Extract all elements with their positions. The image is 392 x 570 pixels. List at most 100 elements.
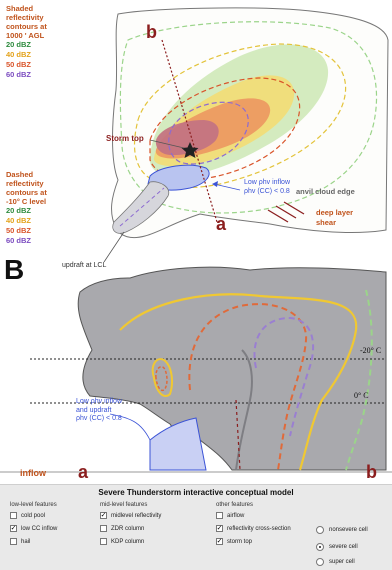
- zero-label: 0° C: [354, 391, 369, 400]
- reflectivity-cross-section-label: reflectivity cross-section: [227, 525, 291, 532]
- cold-pool-box[interactable]: [10, 512, 17, 519]
- low-cc-inflow-box[interactable]: ✓: [10, 525, 17, 532]
- kdp-column-label: KDP column: [111, 538, 145, 545]
- section-low-cc-label-1: Low ρhv inflow: [76, 398, 123, 405]
- dashed-60dbz-contour: [168, 101, 249, 165]
- minus20-label: -20° C: [360, 346, 382, 355]
- storm-top-checkbox-label: storm top: [227, 538, 253, 545]
- shear-label-2: shear: [316, 218, 337, 227]
- section-low-cc-label-2: and updraft: [76, 406, 112, 414]
- section-green-contour: [345, 289, 373, 471]
- airflow-checkbox[interactable]: airflow: [216, 512, 244, 519]
- mid-legend-heading-3: contours at: [6, 188, 47, 197]
- top-legend: Shaded reflectivity contours at 1000 ' A…: [6, 4, 86, 80]
- top-legend-60dbz: 60 dBZ: [6, 70, 32, 79]
- inflow-label: inflow: [20, 468, 46, 478]
- mid-legend-heading-1: Dashed: [6, 170, 34, 179]
- reflectivity-cross-section-checkbox[interactable]: ✓ reflectivity cross-section: [216, 525, 291, 532]
- hail-box[interactable]: [10, 538, 17, 545]
- updraft-notch: [235, 349, 253, 471]
- airflow-box[interactable]: [216, 512, 223, 519]
- low-cc-label: Low ρhv inflow ρhv (CC) < 0.8: [244, 178, 290, 196]
- hail-checkbox[interactable]: hail: [10, 538, 30, 545]
- midlevel-reflectivity-box[interactable]: ✓: [100, 512, 107, 519]
- midlevel-reflectivity-label: midlevel reflectivity: [111, 512, 162, 519]
- severe-cell-dot[interactable]: [316, 543, 324, 551]
- top-legend-heading-1: Shaded: [6, 4, 34, 13]
- storm-top-checkbox[interactable]: ✓ storm top: [216, 538, 252, 545]
- nonsevere-cell-radio[interactable]: nonsevere cell: [316, 526, 368, 534]
- cross-section-cloud: [77, 266, 387, 471]
- panel-letter-b: B: [4, 254, 25, 285]
- mid-legend-20dbz: 20 dBZ: [6, 206, 32, 215]
- storm-top-leader: [149, 139, 185, 149]
- severe-cell-radio[interactable]: severe cell: [316, 543, 358, 551]
- plan-label-b: b: [146, 22, 157, 42]
- kdp-column-box[interactable]: [100, 538, 107, 545]
- nonsevere-cell-dot[interactable]: [316, 526, 324, 534]
- low-level-heading: low-level features: [10, 502, 57, 508]
- midlevel-reflectivity-checkbox[interactable]: ✓ midlevel reflectivity: [100, 512, 161, 519]
- other-features-heading: other features: [216, 502, 254, 508]
- zdr-column-checkbox[interactable]: ZDR column: [100, 525, 144, 532]
- section-left-orange-loop: [155, 366, 168, 392]
- super-cell-dot[interactable]: [316, 558, 324, 566]
- cold-pool-label: cold pool: [21, 512, 46, 519]
- low-cc-label-1: Low ρhv inflow: [244, 179, 291, 186]
- kdp-column-checkbox[interactable]: KDP column: [100, 538, 144, 545]
- section-yellow-contour: [119, 293, 358, 471]
- shear-line-3: [283, 201, 305, 215]
- super-cell-radio[interactable]: super cell: [316, 558, 355, 566]
- low-cc-leader: [213, 183, 241, 191]
- mid-legend-heading-4: -10° C level: [6, 197, 47, 206]
- shear-label-1: deep layer: [316, 208, 354, 217]
- section-low-cc-label-3: ρhv (CC) < 0.8: [76, 415, 122, 422]
- section-left-yellow-loop: [151, 358, 173, 397]
- storm-top-label: Storm top: [106, 134, 144, 143]
- low-cc-arrowhead: [212, 181, 218, 187]
- low-cc-inflow-label: low CC inflow: [21, 525, 58, 532]
- shear-line-2: [275, 205, 297, 219]
- section-purple-contour: [253, 316, 315, 437]
- control-panel: Severe Thunderstorm interactive conceptu…: [0, 484, 392, 570]
- section-low-cc-region: [149, 417, 207, 471]
- top-legend-heading-4: 1000 ' AGL: [6, 31, 45, 40]
- shaded-60dbz: [155, 120, 219, 156]
- updraft-leader: [103, 231, 125, 263]
- airflow-label: airflow: [227, 512, 245, 519]
- shear-label: deep layer shear: [316, 208, 353, 228]
- dashed-40dbz-contour: [133, 43, 347, 189]
- nonsevere-cell-label: nonsevere cell: [329, 527, 368, 533]
- zdr-column-label: ZDR column: [111, 525, 145, 532]
- dashed-20dbz-outline: [119, 21, 378, 214]
- anvil-label: anvil cloud edge: [296, 187, 355, 196]
- top-legend-20dbz: 20 dBZ: [6, 40, 32, 49]
- dashed-50dbz-contour: [149, 77, 301, 180]
- cold-pool-checkbox[interactable]: cold pool: [10, 512, 45, 519]
- mid-legend-40dbz: 40 dBZ: [6, 216, 32, 225]
- storm-top-box[interactable]: ✓: [216, 538, 223, 545]
- mid-legend-60dbz: 60 dBZ: [6, 236, 32, 245]
- low-cc-inflow-checkbox[interactable]: ✓ low CC inflow: [10, 525, 57, 532]
- section-low-cc-leader: [109, 413, 151, 441]
- severe-cell-label: severe cell: [329, 544, 358, 550]
- zdr-column-box[interactable]: [100, 525, 107, 532]
- low-cc-label-2: ρhv (CC) < 0.8: [244, 188, 290, 195]
- top-legend-heading-3: contours at: [6, 22, 47, 31]
- mid-legend: Dashed reflectivity contours at -10° C l…: [6, 170, 86, 246]
- tail-dashed-contour: [119, 187, 165, 227]
- mid-legend-50dbz: 50 dBZ: [6, 226, 32, 235]
- hail-label: hail: [21, 538, 31, 545]
- section-label-b: b: [366, 462, 377, 482]
- updraft-label: updraft at LCL: [62, 262, 107, 269]
- reflectivity-cross-section-box[interactable]: ✓: [216, 525, 223, 532]
- top-legend-50dbz: 50 dBZ: [6, 60, 32, 69]
- plan-label-a: a: [216, 214, 227, 234]
- section-orange-contour: [188, 303, 308, 471]
- storm-top-star: [181, 142, 199, 158]
- super-cell-label: super cell: [329, 559, 355, 565]
- section-low-cc-label: Low ρhv inflow and updraft ρhv (CC) < 0.…: [76, 398, 122, 424]
- shear-line-1: [267, 209, 289, 223]
- panel-title: Severe Thunderstorm interactive conceptu…: [98, 488, 294, 497]
